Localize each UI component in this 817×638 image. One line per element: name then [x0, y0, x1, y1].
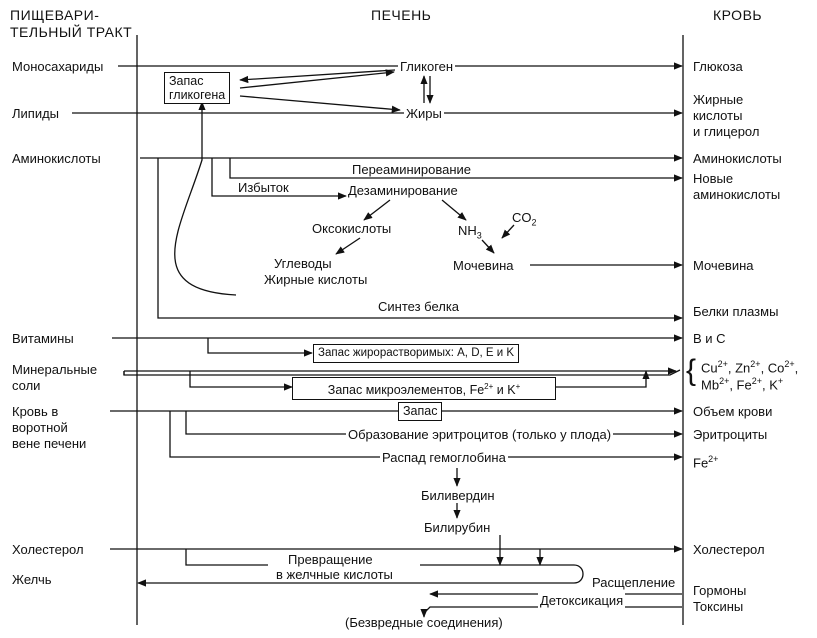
label-amino-acids-right: Аминокислоты: [693, 151, 782, 166]
ions-line1: Cu2+, Zn2+, Co2+,: [701, 357, 798, 375]
label-nh3: NH3: [458, 223, 482, 244]
ion-cu-charge: 2+: [717, 359, 728, 369]
label-minerals-line2: соли: [12, 378, 41, 393]
label-fe-right: Fe2+: [693, 452, 718, 470]
label-lipids: Липиды: [12, 106, 60, 121]
ions-line2: Mb2+, Fe2+, K+: [701, 374, 783, 392]
label-fatty-acids: Жирные кислоты: [264, 272, 368, 287]
trace-elements-store-box: Запас микроэлементов, Fe2+ и K+: [292, 377, 556, 401]
label-glycogen: Гликоген: [398, 59, 456, 74]
nh3-subscript: 3: [476, 230, 482, 241]
label-urea-right: Мочевина: [693, 258, 754, 273]
nh3-text: NH: [458, 223, 477, 238]
label-biliverdin: Биливердин: [421, 488, 495, 503]
ion-mb-charge: 2+: [719, 376, 730, 386]
label-co2: CO2: [512, 210, 537, 231]
label-fatty-line2: кислоты: [693, 108, 743, 123]
co2-text: CO: [512, 210, 532, 225]
label-blood-volume: Объем крови: [693, 404, 773, 419]
label-fatty-line1: Жирные: [693, 92, 744, 107]
label-vitamins: Витамины: [12, 331, 74, 346]
label-portal-line1: Кровь в: [12, 404, 59, 419]
label-minerals-line1: Минеральные: [12, 362, 98, 377]
label-excess: Избыток: [238, 180, 289, 195]
label-monosaccharides: Моносахариды: [12, 59, 104, 74]
label-bile: Желчь: [12, 572, 52, 587]
label-glucose: Глюкоза: [693, 59, 743, 74]
trace-store-text: Запас микроэлементов, Fe: [327, 383, 485, 398]
label-portal-line3: вене печени: [12, 436, 87, 451]
label-plasma-proteins: Белки плазмы: [693, 304, 779, 319]
label-new-amino-line2: аминокислоты: [693, 187, 781, 202]
ion-co-charge: 2+: [784, 359, 795, 369]
label-protein-synthesis: Синтез белка: [378, 299, 460, 314]
label-portal-line2: воротной: [12, 420, 68, 435]
label-urea-mid: Мочевина: [453, 258, 514, 273]
label-cleavage: Расщепление: [592, 575, 676, 590]
ion-comma: ,: [794, 360, 799, 376]
label-hormones: Гормоны: [693, 583, 747, 598]
label-new-amino-line1: Новые: [693, 171, 734, 186]
label-bilirubin: Билирубин: [424, 520, 491, 535]
label-cholesterol-left: Холестерол: [12, 542, 84, 557]
label-carbohydrates: Углеводы: [274, 256, 332, 271]
header-liver: ПЕЧЕНЬ: [371, 7, 432, 23]
label-oxoacids: Оксокислоты: [312, 221, 392, 236]
ion-zn: , Zn: [727, 360, 751, 376]
label-fatty-line3: и глицерол: [693, 124, 760, 139]
label-fats: Жиры: [404, 106, 444, 121]
glycogen-store-line1: Запас: [169, 74, 204, 88]
glycogen-store-line2: гликогена: [169, 88, 226, 102]
ion-fe: , Fe: [729, 377, 752, 393]
ion-cu: Cu: [701, 360, 718, 376]
header-gi-tract-line2: ТЕЛЬНЫЙ ТРАКТ: [10, 24, 133, 40]
store-box: Запас: [398, 402, 443, 421]
trace-store-sup2: +: [515, 382, 521, 391]
label-detoxification: Детоксикация: [538, 593, 626, 608]
ion-fe-charge: 2+: [751, 376, 762, 386]
fat-soluble-store-box: Запас жирорастворимых: A, D, E и K: [313, 344, 520, 363]
trace-store-sup: 2+: [484, 382, 494, 391]
ions-brace: {: [686, 354, 697, 387]
label-b-and-c: В и С: [693, 331, 726, 346]
label-amino-acids-left: Аминокислоты: [12, 151, 101, 166]
label-hemoglobin-breakdown: Распад гемоглобина: [380, 450, 508, 465]
trace-store-tail: и K: [493, 383, 516, 398]
label-erythrocytes: Эритроциты: [693, 427, 768, 442]
label-toxins: Токсины: [693, 599, 744, 614]
header-blood: КРОВЬ: [713, 7, 763, 23]
ion-zn-charge: 2+: [750, 359, 761, 369]
label-conversion-line2: в желчные кислоты: [276, 567, 393, 582]
label-erythrocyte-formation: Образование эритроцитов (только у плода): [346, 427, 614, 442]
ion-k: , K: [762, 377, 778, 393]
co2-subscript: 2: [531, 217, 537, 228]
ion-mb: Mb: [701, 377, 720, 393]
label-harmless-compounds: (Безвредные соединения): [345, 615, 503, 630]
fe-charge: 2+: [708, 454, 719, 464]
label-cholesterol-right: Холестерол: [693, 542, 765, 557]
ion-co: , Co: [760, 360, 785, 376]
glycogen-store-box: Запас гликогена: [164, 72, 231, 104]
ion-k-charge: +: [777, 376, 784, 386]
label-transamination: Переаминирование: [352, 162, 472, 177]
label-deamination: Дезаминирование: [348, 183, 458, 198]
header-gi-tract-line1: ПИЩЕВАРИ-: [10, 7, 100, 23]
label-conversion-line1: Превращение: [288, 552, 373, 567]
fe-text: Fe: [693, 455, 709, 471]
